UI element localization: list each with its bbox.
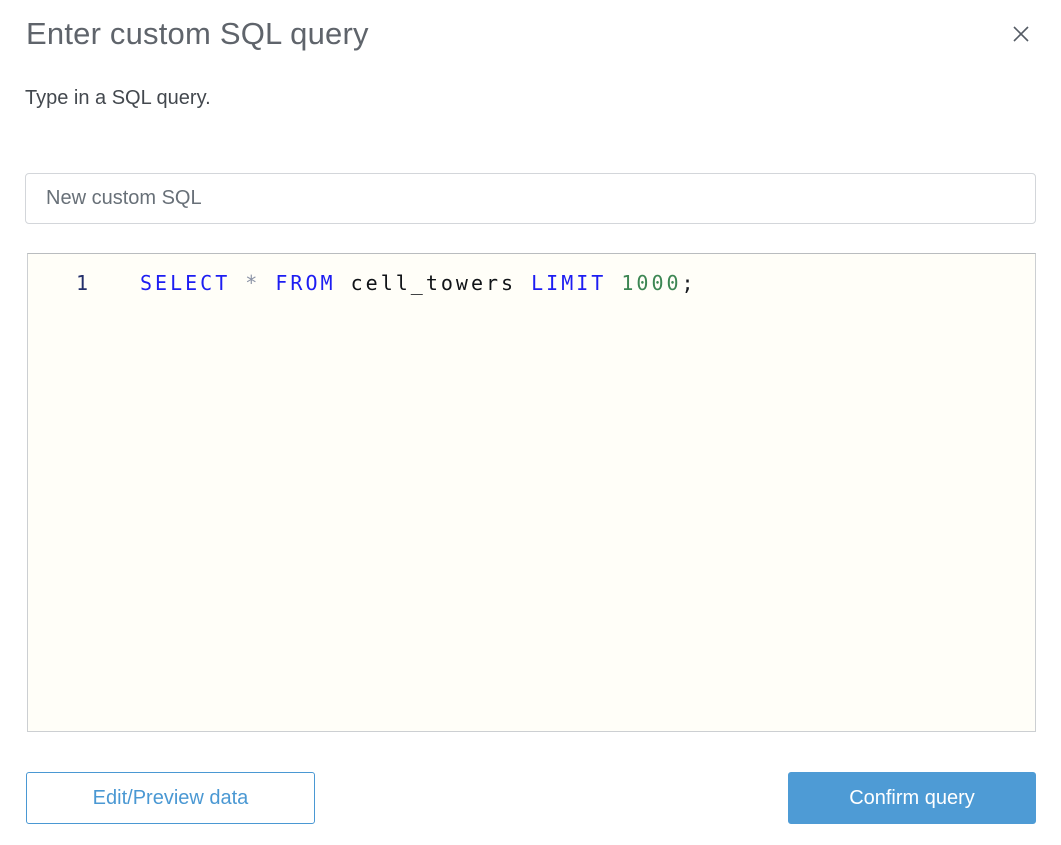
dialog-title: Enter custom SQL query bbox=[26, 16, 369, 51]
code-line: 1 SELECT * FROM cell_towers LIMIT 1000; bbox=[28, 254, 1035, 297]
sql-name-input[interactable] bbox=[25, 173, 1036, 224]
sql-token-keyword: SELECT bbox=[140, 271, 246, 295]
sql-token-keyword: FROM bbox=[275, 271, 351, 295]
sql-token-punctuation: ; bbox=[681, 271, 697, 295]
code-content: SELECT * FROM cell_towers LIMIT 1000; bbox=[88, 269, 697, 297]
sql-token-keyword: LIMIT bbox=[531, 271, 622, 295]
dialog-subtitle: Type in a SQL query. bbox=[25, 87, 211, 109]
sql-token-operator: * bbox=[245, 271, 276, 295]
sql-code-editor[interactable]: 1 SELECT * FROM cell_towers LIMIT 1000; bbox=[27, 253, 1036, 732]
close-icon bbox=[1013, 26, 1029, 42]
confirm-query-button[interactable]: Confirm query bbox=[788, 772, 1036, 824]
close-button[interactable] bbox=[1009, 22, 1033, 46]
edit-preview-data-button[interactable]: Edit/Preview data bbox=[26, 772, 315, 824]
line-number: 1 bbox=[75, 271, 88, 295]
sql-token-number: 1000 bbox=[621, 271, 682, 295]
sql-token-identifier: cell_towers bbox=[350, 271, 532, 295]
